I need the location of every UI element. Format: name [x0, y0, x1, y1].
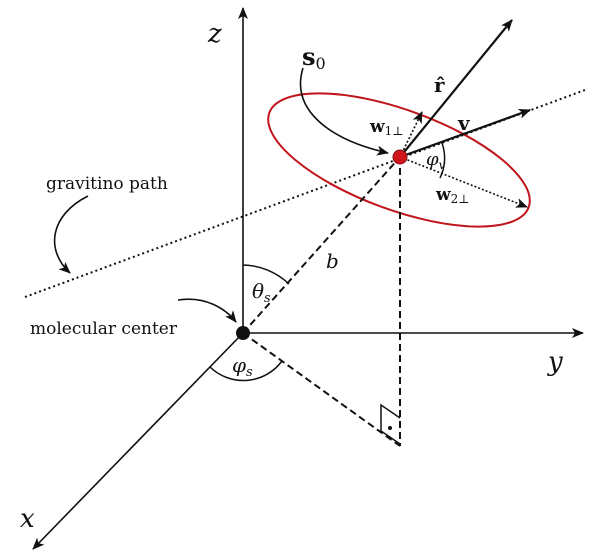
- w2-vector: [399, 156, 528, 208]
- right-angle-marker: [380, 403, 401, 445]
- molecular-center-dot: [236, 326, 250, 340]
- b-label: b: [326, 249, 339, 273]
- b-distance-line: [242, 156, 401, 334]
- r-hat-label: r̂: [434, 73, 445, 97]
- phi-s-arc: [209, 360, 283, 382]
- r-hat-vector: [399, 19, 513, 158]
- w1-label: w1⊥: [369, 117, 404, 138]
- particle-dot: [392, 149, 408, 165]
- v-vector: [399, 108, 531, 159]
- phi-v-arc: [439, 142, 446, 179]
- x-axis-label: x: [20, 504, 35, 534]
- theta-s-label: θs: [252, 279, 271, 306]
- phi-v-label: φv: [426, 149, 446, 172]
- phi-s-label: φs: [232, 353, 253, 380]
- s0-label: s0: [302, 42, 326, 73]
- gravitino-pointer-arrow: [53, 195, 89, 274]
- z-axis-label: z: [207, 19, 222, 49]
- w1-vector: [399, 111, 423, 158]
- theta-s-arc: [242, 264, 290, 285]
- y-axis-label: y: [547, 347, 563, 377]
- x-axis: [32, 332, 244, 550]
- s0-pointer-arrow: [299, 67, 389, 156]
- molecular-center-label: molecular center: [30, 319, 178, 339]
- gravitino-path-label: gravitino path: [46, 174, 168, 194]
- xy-projection: [242, 332, 401, 447]
- center-pointer-arrow: [177, 298, 237, 323]
- right-angle-dot: [388, 426, 392, 430]
- v-label: v: [457, 111, 471, 135]
- w2-label: w2⊥: [435, 185, 470, 206]
